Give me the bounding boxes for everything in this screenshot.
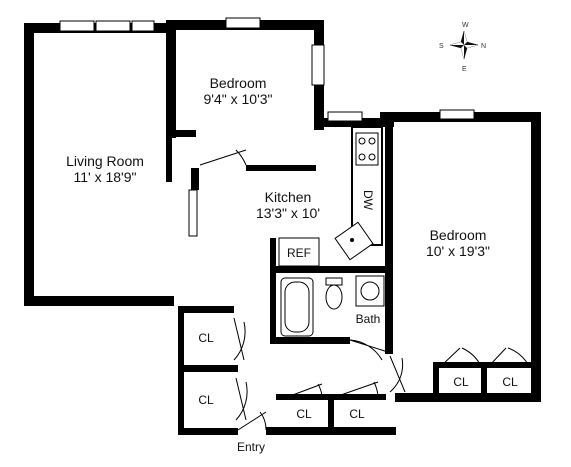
living-wall-right-lower [191, 168, 199, 190]
window-bedroom-top [225, 17, 261, 29]
window-living-side [188, 189, 198, 237]
burner-2 [368, 137, 376, 145]
window-kitchen [327, 111, 363, 122]
door-closet-bottom-1 [289, 383, 323, 397]
closet-right-left [433, 362, 439, 400]
dw-label: DW [361, 190, 375, 211]
closet-label-2: CL [198, 393, 214, 407]
compass-s: S [439, 43, 444, 50]
bedroom-large-dims: 10' x 19'3" [426, 243, 490, 259]
refrigerator [278, 237, 320, 267]
living-wall-left [24, 23, 34, 306]
bath-top [270, 266, 385, 273]
door-closet-bottom-2 [337, 381, 379, 397]
burner-1 [358, 137, 366, 145]
door-closet-right-1 [440, 347, 482, 367]
closet-left-mid [178, 365, 238, 372]
closet-right-divider [481, 362, 487, 400]
stove [355, 132, 379, 166]
bedroom-large-bottom [395, 393, 541, 402]
door-bath [349, 339, 389, 361]
toilet-tank [325, 277, 343, 286]
bedroom-large-right [531, 112, 541, 402]
closet-left-bottom [178, 428, 238, 435]
closet-label-5: CL [453, 375, 469, 389]
door-closet-right-2 [488, 347, 530, 367]
sink-drain [350, 238, 354, 242]
window-living-3 [131, 20, 155, 32]
closet-label-1: CL [198, 331, 214, 345]
burner-4 [368, 153, 376, 161]
compass-n: N [481, 43, 486, 50]
living-room-name: Living Room [66, 153, 144, 169]
kitchen-wall-top [314, 118, 394, 127]
closet-label-6: CL [502, 375, 518, 389]
kitchen-name: Kitchen [265, 189, 312, 205]
closet-label-4: CL [349, 407, 365, 421]
bedroom-small-dims: 9'4" x 10'3" [204, 91, 273, 107]
door-entry [237, 411, 267, 431]
door-bedroom-small [199, 149, 247, 166]
door-closet-2 [235, 377, 248, 421]
ref-wall [270, 238, 276, 268]
living-wall-bottom [24, 296, 174, 306]
bedroom-large-left [385, 122, 393, 354]
bedroom-large-name: Bedroom [430, 227, 487, 243]
bedroom-small-left [166, 130, 172, 182]
entry-label: Entry [237, 440, 265, 454]
burner-3 [358, 153, 366, 161]
compass-e: E [462, 66, 467, 73]
window-bedroom-large [439, 109, 475, 120]
bath-left [270, 266, 276, 344]
bath-sink [360, 281, 380, 301]
room-labels: Living Room 11' x 18'9" Bedroom 9'4" x 1… [66, 75, 518, 454]
fixtures [278, 132, 385, 337]
bath-bottom [270, 337, 350, 344]
bedroom-small-name: Bedroom [210, 75, 267, 91]
closet-divider [328, 396, 334, 432]
kitchen-dims: 13'3" x 10' [256, 205, 320, 221]
bath-label: Bath [356, 312, 381, 326]
compass: W N S E [439, 22, 486, 73]
window-living-1 [59, 20, 95, 32]
bedroom-small-bottom-right [246, 165, 316, 171]
living-room-dims: 11' x 18'9" [74, 169, 137, 185]
closet-left-top-h [178, 306, 234, 313]
toilet [325, 284, 343, 310]
window-bedroom-right [311, 44, 325, 86]
bathtub-inner [284, 281, 310, 333]
kitchen-sink [334, 221, 374, 261]
living-wall-right [166, 23, 176, 138]
windows [59, 17, 475, 237]
closet-label-3: CL [296, 407, 312, 421]
door-bedroom-large [389, 355, 406, 393]
window-living-2 [95, 20, 131, 32]
door-closet-1 [233, 317, 246, 361]
doors [199, 149, 530, 431]
bedroom-small-bottom [176, 130, 196, 137]
compass-w: W [462, 22, 469, 29]
ref-label: REF [287, 246, 311, 260]
